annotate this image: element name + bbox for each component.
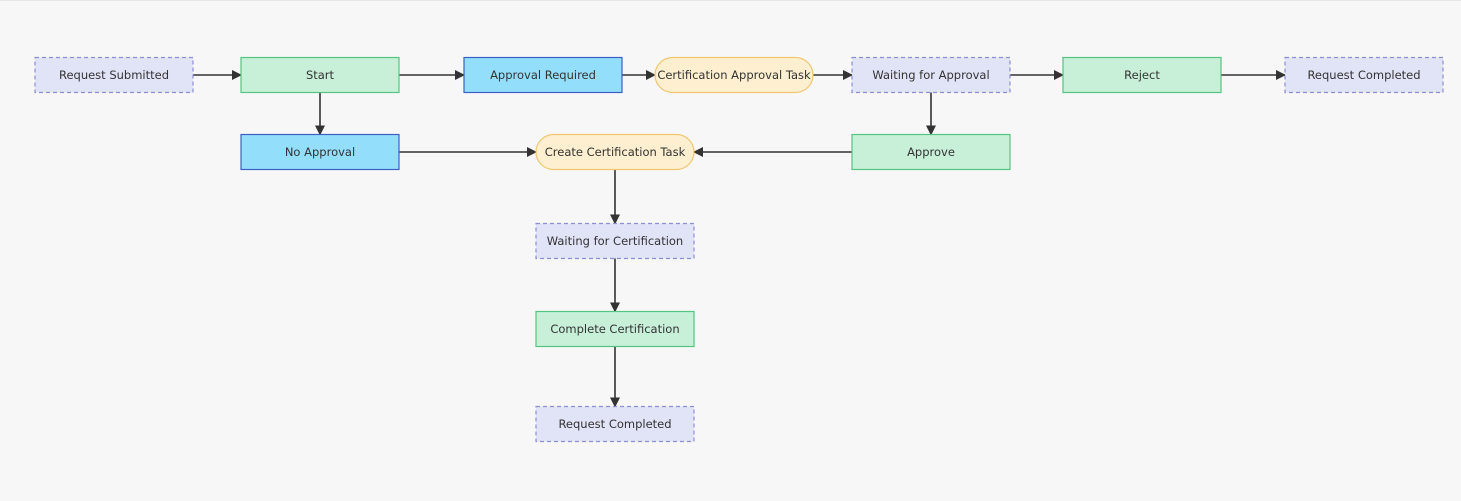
node-label: Request Submitted <box>59 68 169 82</box>
node-label: Start <box>306 68 335 82</box>
node-label: Approval Required <box>490 68 596 82</box>
node-shape <box>535 405 695 443</box>
node-shape <box>463 56 623 94</box>
node-label: Waiting for Approval <box>872 68 989 82</box>
node-label: Request Completed <box>558 417 671 431</box>
node-label: Approve <box>907 145 955 159</box>
node-shape <box>535 310 695 348</box>
node-no-approval: No Approval <box>240 133 400 171</box>
node-create-certification-task: Create Certification Task <box>535 133 695 171</box>
node-label: Request Completed <box>1307 68 1420 82</box>
node-shape <box>535 133 695 171</box>
node-shape <box>851 133 1011 171</box>
node-label: Certification Approval Task <box>657 68 811 82</box>
node-complete-certification: Complete Certification <box>535 310 695 348</box>
node-shape <box>1062 56 1222 94</box>
node-request-submitted: Request Submitted <box>34 56 194 94</box>
node-approval-required: Approval Required <box>463 56 623 94</box>
node-label: Reject <box>1124 68 1160 82</box>
node-shape <box>535 222 695 260</box>
node-shape <box>851 56 1011 94</box>
node-label: Complete Certification <box>550 322 679 336</box>
node-request-completed-bottom: Request Completed <box>535 405 695 443</box>
node-reject: Reject <box>1062 56 1222 94</box>
node-shape <box>1284 56 1444 94</box>
node-shape <box>240 56 400 94</box>
node-start: Start <box>240 56 400 94</box>
node-waiting-for-certification: Waiting for Certification <box>535 222 695 260</box>
edges <box>193 70 1286 408</box>
node-shape <box>240 133 400 171</box>
node-request-completed-top: Request Completed <box>1284 56 1444 94</box>
node-waiting-for-approval: Waiting for Approval <box>851 56 1011 94</box>
node-label: No Approval <box>285 145 355 159</box>
node-shape <box>654 56 814 94</box>
node-label: Create Certification Task <box>545 145 686 159</box>
node-label: Waiting for Certification <box>547 234 683 248</box>
node-approve: Approve <box>851 133 1011 171</box>
node-certification-approval-task: Certification Approval Task <box>654 56 814 94</box>
node-shape <box>34 56 194 94</box>
